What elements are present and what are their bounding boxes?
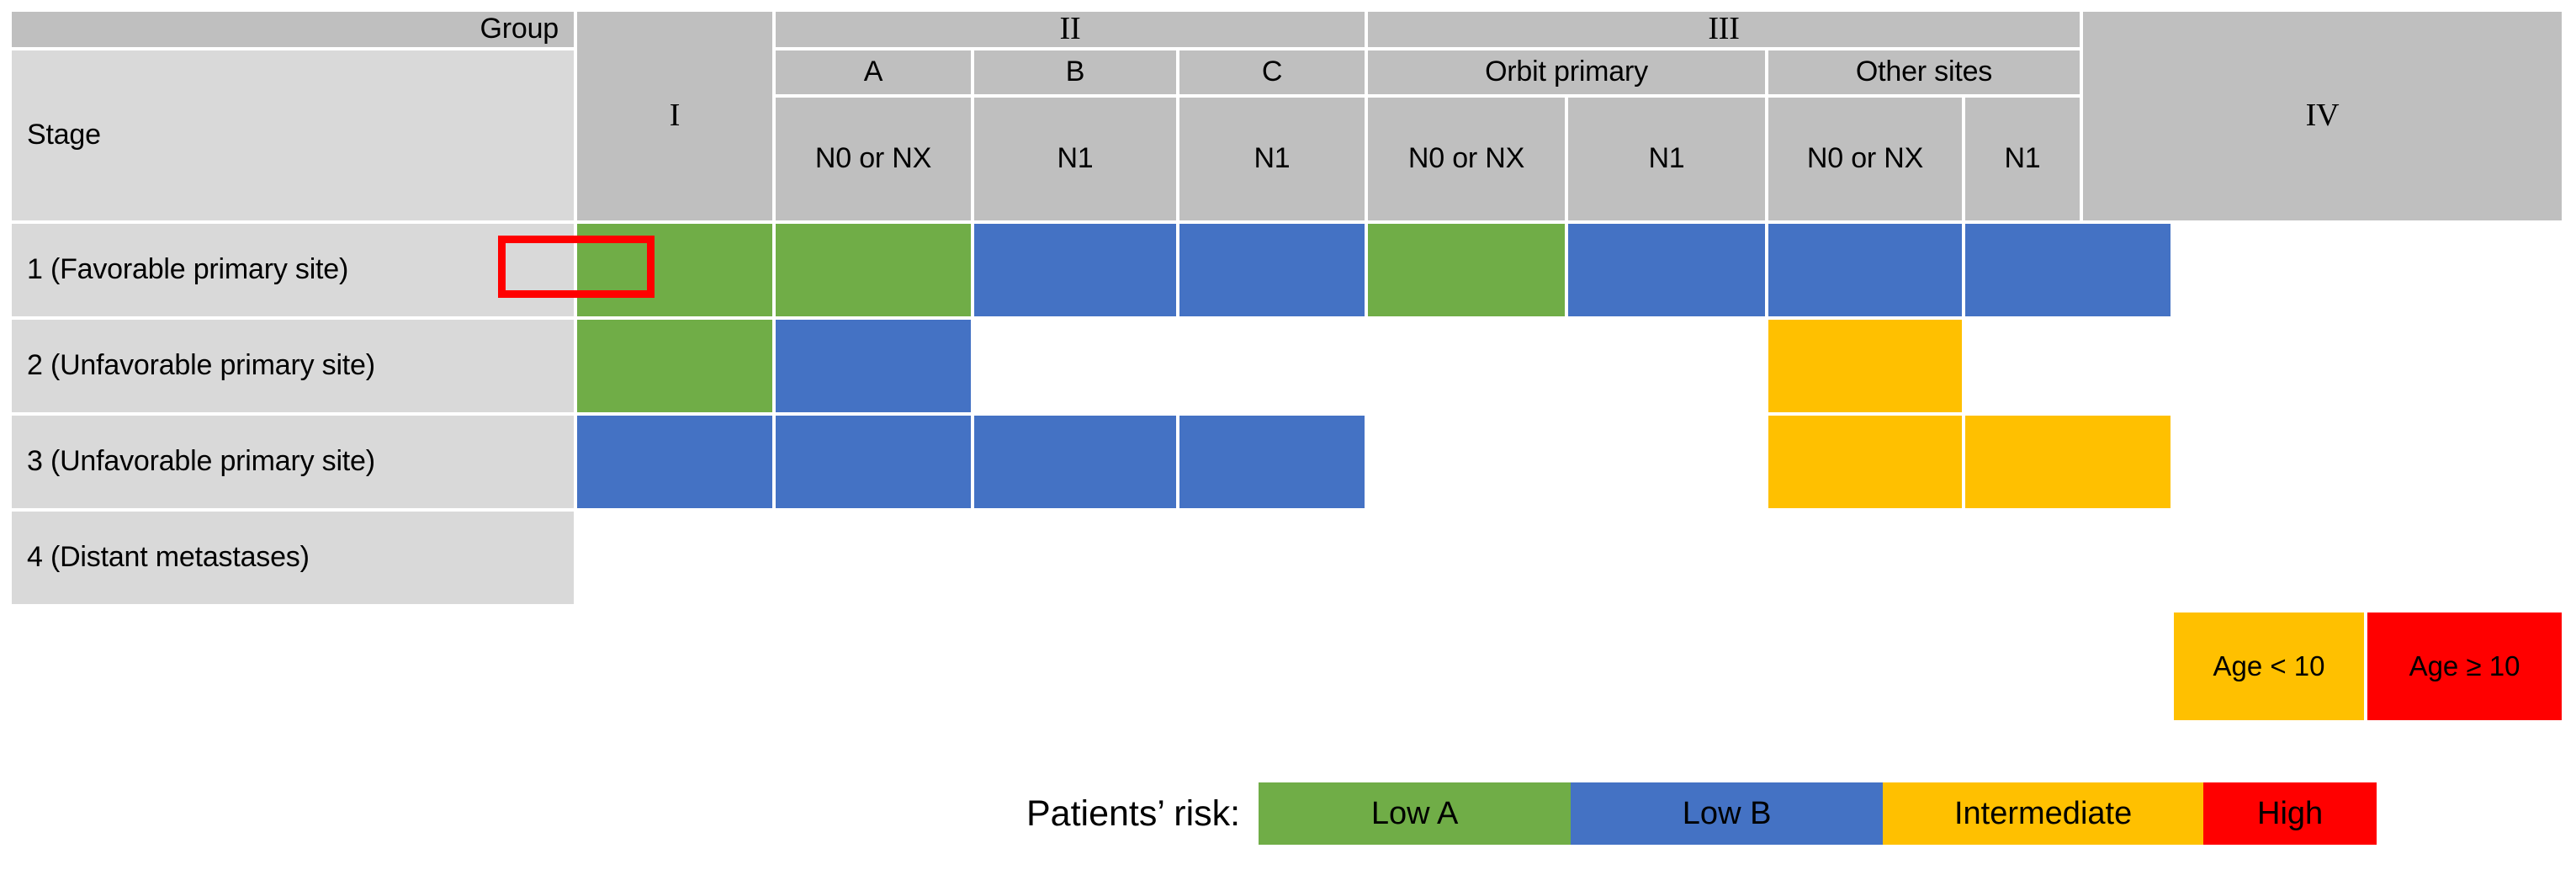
node-header-iii-other-n1: N1 <box>1965 98 2080 220</box>
risk-cell-r4-age-over-10: Age ≥ 10 <box>2367 612 2562 720</box>
risk-cell-r3-c4 <box>1179 416 1365 508</box>
node-header-iii-other-n0nx: N0 or NX <box>1768 98 1962 220</box>
group-header-i: I <box>577 12 772 220</box>
row-label-stage-2: 2 (Unfavorable primary site) <box>12 320 574 412</box>
node-header-ii-a: N0 or NX <box>776 98 971 220</box>
node-header-iii-orbit-n0nx: N0 or NX <box>1368 98 1565 220</box>
node-header-ii-b: N1 <box>974 98 1176 220</box>
risk-cell-r3-c3 <box>974 416 1176 508</box>
row-label-stage-3: 3 (Unfavorable primary site) <box>12 416 574 508</box>
risk-cell-r3-c8 <box>1965 416 2171 508</box>
risk-cell-r1-c6 <box>1568 224 1765 316</box>
risk-cell-r1-c2 <box>776 224 971 316</box>
risk-cell-r2-c1 <box>577 320 772 412</box>
risk-cell-r2-c7 <box>1768 320 1962 412</box>
corner-label-stage: Stage <box>12 50 574 220</box>
subgroup-header-other-sites: Other sites <box>1768 50 2080 94</box>
group-header-iii: III <box>1368 11 2080 47</box>
risk-cell-r2-c2 <box>776 320 971 412</box>
risk-cell-r3-c2 <box>776 416 971 508</box>
risk-cell-r1-c3 <box>974 224 1176 316</box>
legend-item-low-b: Low B <box>1571 782 1884 845</box>
legend-item-intermediate: Intermediate <box>1883 782 2204 845</box>
subgroup-header-b: B <box>974 50 1176 94</box>
risk-cell-r3-c1 <box>577 416 772 508</box>
risk-cell-r3-c7 <box>1768 416 1962 508</box>
legend-item-high: High <box>2203 782 2377 845</box>
risk-cell-r1-c5 <box>1368 224 1565 316</box>
risk-cell-r1-c4 <box>1179 224 1365 316</box>
legend: Patients’ risk: Low A Low B Intermediate… <box>1026 782 2377 845</box>
subgroup-header-c: C <box>1179 50 1365 94</box>
row-label-stage-4: 4 (Distant metastases) <box>12 512 574 604</box>
row-label-stage-1: 1 (Favorable primary site) <box>12 224 574 316</box>
risk-cell-r4-age-under-10: Age < 10 <box>2174 612 2364 720</box>
node-header-ii-c: N1 <box>1179 98 1365 220</box>
corner-label-group: Group <box>12 12 574 47</box>
subgroup-header-orbit-primary: Orbit primary <box>1368 50 1765 94</box>
subgroup-header-a: A <box>776 50 971 94</box>
risk-cell-r1-c8 <box>1965 224 2171 316</box>
annotation-highlight-rectangle <box>498 236 655 298</box>
group-header-ii: II <box>776 11 1365 47</box>
group-header-iv: IV <box>2083 12 2562 220</box>
risk-cell-r1-c7 <box>1768 224 1962 316</box>
node-header-iii-orbit-n1: N1 <box>1568 98 1765 220</box>
legend-title: Patients’ risk: <box>1026 793 1241 834</box>
legend-item-low-a: Low A <box>1259 782 1572 845</box>
